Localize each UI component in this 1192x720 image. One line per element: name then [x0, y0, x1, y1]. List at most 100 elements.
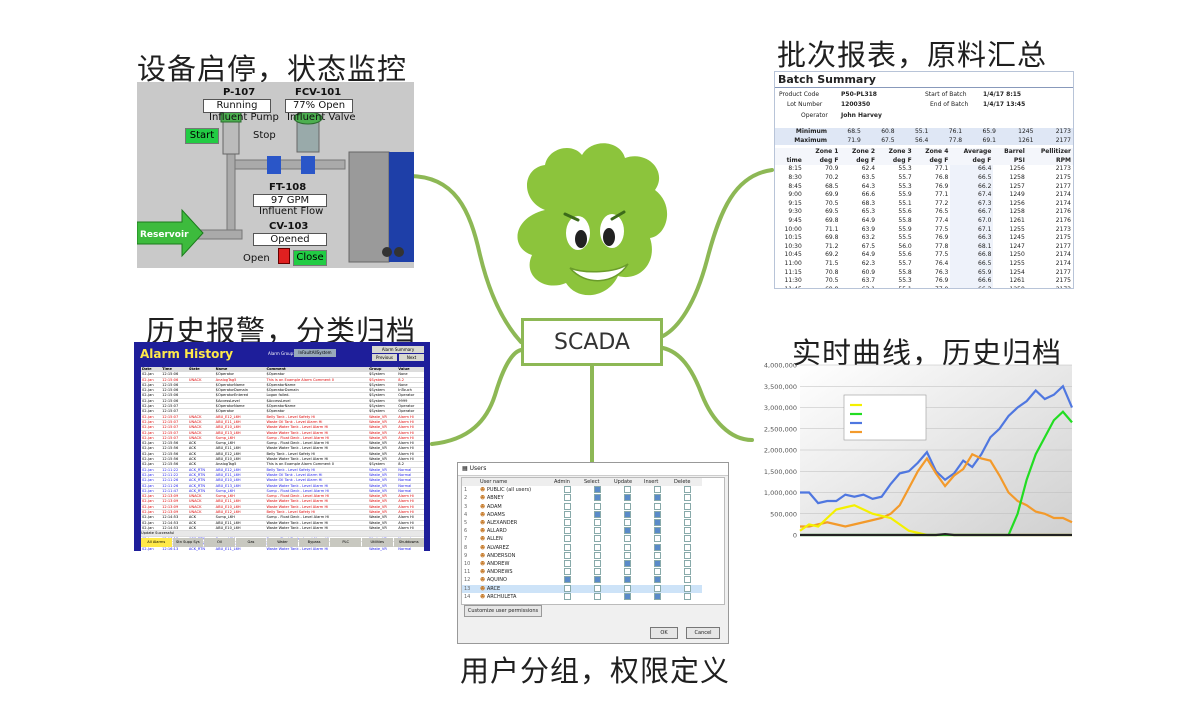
- alarm-tab[interactable]: Shutdowns: [393, 538, 425, 547]
- open-button[interactable]: Open: [243, 253, 270, 264]
- permission-checkbox[interactable]: [683, 502, 691, 510]
- permission-checkbox[interactable]: [593, 519, 601, 527]
- permission-checkbox[interactable]: [563, 527, 571, 535]
- permission-checkbox[interactable]: [593, 560, 601, 568]
- permission-checkbox[interactable]: [653, 486, 661, 494]
- permission-checkbox[interactable]: [593, 527, 601, 535]
- stop-button[interactable]: Stop: [253, 130, 276, 141]
- permission-checkbox[interactable]: [593, 510, 601, 518]
- permission-checkbox[interactable]: [683, 527, 691, 535]
- alarm-tab[interactable]: Bypass: [298, 538, 330, 547]
- users-row[interactable]: 6☻ ALLARD: [462, 527, 702, 535]
- permission-checkbox[interactable]: [563, 494, 571, 502]
- permission-checkbox[interactable]: [593, 568, 601, 576]
- permission-checkbox[interactable]: [563, 535, 571, 543]
- start-button[interactable]: Start: [185, 128, 219, 144]
- alarm-previous-button[interactable]: Previous: [372, 354, 397, 361]
- permission-checkbox[interactable]: [683, 510, 691, 518]
- permission-checkbox[interactable]: [653, 551, 661, 559]
- alarm-tab[interactable]: Oil: [204, 538, 235, 547]
- users-row[interactable]: 1☻ PUBLIC (all users): [462, 486, 702, 494]
- permission-checkbox[interactable]: [563, 543, 571, 551]
- permission-checkbox[interactable]: [653, 494, 661, 502]
- permission-checkbox[interactable]: [623, 527, 631, 535]
- alarm-tab[interactable]: Utilities: [361, 538, 393, 547]
- users-row[interactable]: 14☻ ARCHULETA: [462, 592, 702, 601]
- users-row[interactable]: 12☻ AQUINO: [462, 576, 702, 584]
- permission-checkbox[interactable]: [563, 560, 571, 568]
- alarm-summary-button[interactable]: Alarm Summary: [372, 346, 424, 353]
- permission-checkbox[interactable]: [623, 510, 631, 518]
- alarm-tab[interactable]: Gas: [235, 538, 267, 547]
- permission-checkbox[interactable]: [683, 592, 691, 600]
- permission-checkbox[interactable]: [653, 592, 661, 600]
- permission-checkbox[interactable]: [623, 568, 631, 576]
- permission-checkbox[interactable]: [653, 543, 661, 551]
- permission-checkbox[interactable]: [623, 502, 631, 510]
- users-row[interactable]: 11☻ ANDREWS: [462, 568, 702, 576]
- users-row[interactable]: 13☻ ARCE: [462, 584, 702, 593]
- permission-checkbox[interactable]: [653, 527, 661, 535]
- cancel-button[interactable]: Cancel: [686, 627, 720, 639]
- permission-checkbox[interactable]: [563, 551, 571, 559]
- permission-checkbox[interactable]: [683, 576, 691, 584]
- users-row[interactable]: 3☻ ADAM: [462, 502, 702, 511]
- permission-checkbox[interactable]: [623, 519, 631, 527]
- permission-checkbox[interactable]: [563, 584, 571, 592]
- permission-checkbox[interactable]: [653, 576, 661, 584]
- permission-checkbox[interactable]: [623, 543, 631, 551]
- permission-checkbox[interactable]: [563, 510, 571, 518]
- permission-checkbox[interactable]: [563, 519, 571, 527]
- permission-checkbox[interactable]: [653, 568, 661, 576]
- alarm-next-button[interactable]: Next: [399, 354, 424, 361]
- alarm-tab[interactable]: Water: [267, 538, 298, 547]
- permission-checkbox[interactable]: [623, 592, 631, 600]
- permission-checkbox[interactable]: [653, 584, 661, 592]
- users-row[interactable]: 7☻ ALLEN: [462, 535, 702, 543]
- permission-checkbox[interactable]: [653, 519, 661, 527]
- permission-checkbox[interactable]: [563, 568, 571, 576]
- close-button[interactable]: Close: [293, 250, 327, 266]
- permission-checkbox[interactable]: [623, 584, 631, 592]
- ok-button[interactable]: OK: [650, 627, 678, 639]
- permission-checkbox[interactable]: [593, 494, 601, 502]
- permission-checkbox[interactable]: [683, 584, 691, 592]
- alarm-tab[interactable]: Stn Supp Sys: [172, 538, 204, 547]
- users-row[interactable]: 10☻ ANDREW: [462, 560, 702, 568]
- permission-checkbox[interactable]: [653, 560, 661, 568]
- permission-checkbox[interactable]: [593, 551, 601, 559]
- permission-checkbox[interactable]: [563, 576, 571, 584]
- alarm-tab[interactable]: PLC: [330, 538, 361, 547]
- permission-checkbox[interactable]: [593, 535, 601, 543]
- alarm-tab[interactable]: All Alarms: [141, 538, 172, 547]
- permission-checkbox[interactable]: [563, 502, 571, 510]
- users-row[interactable]: 8☻ ALVAREZ: [462, 543, 702, 552]
- customize-permissions-button[interactable]: Customize user permissions: [464, 605, 542, 617]
- permission-checkbox[interactable]: [623, 535, 631, 543]
- permission-checkbox[interactable]: [683, 543, 691, 551]
- permission-checkbox[interactable]: [593, 592, 601, 600]
- permission-checkbox[interactable]: [683, 568, 691, 576]
